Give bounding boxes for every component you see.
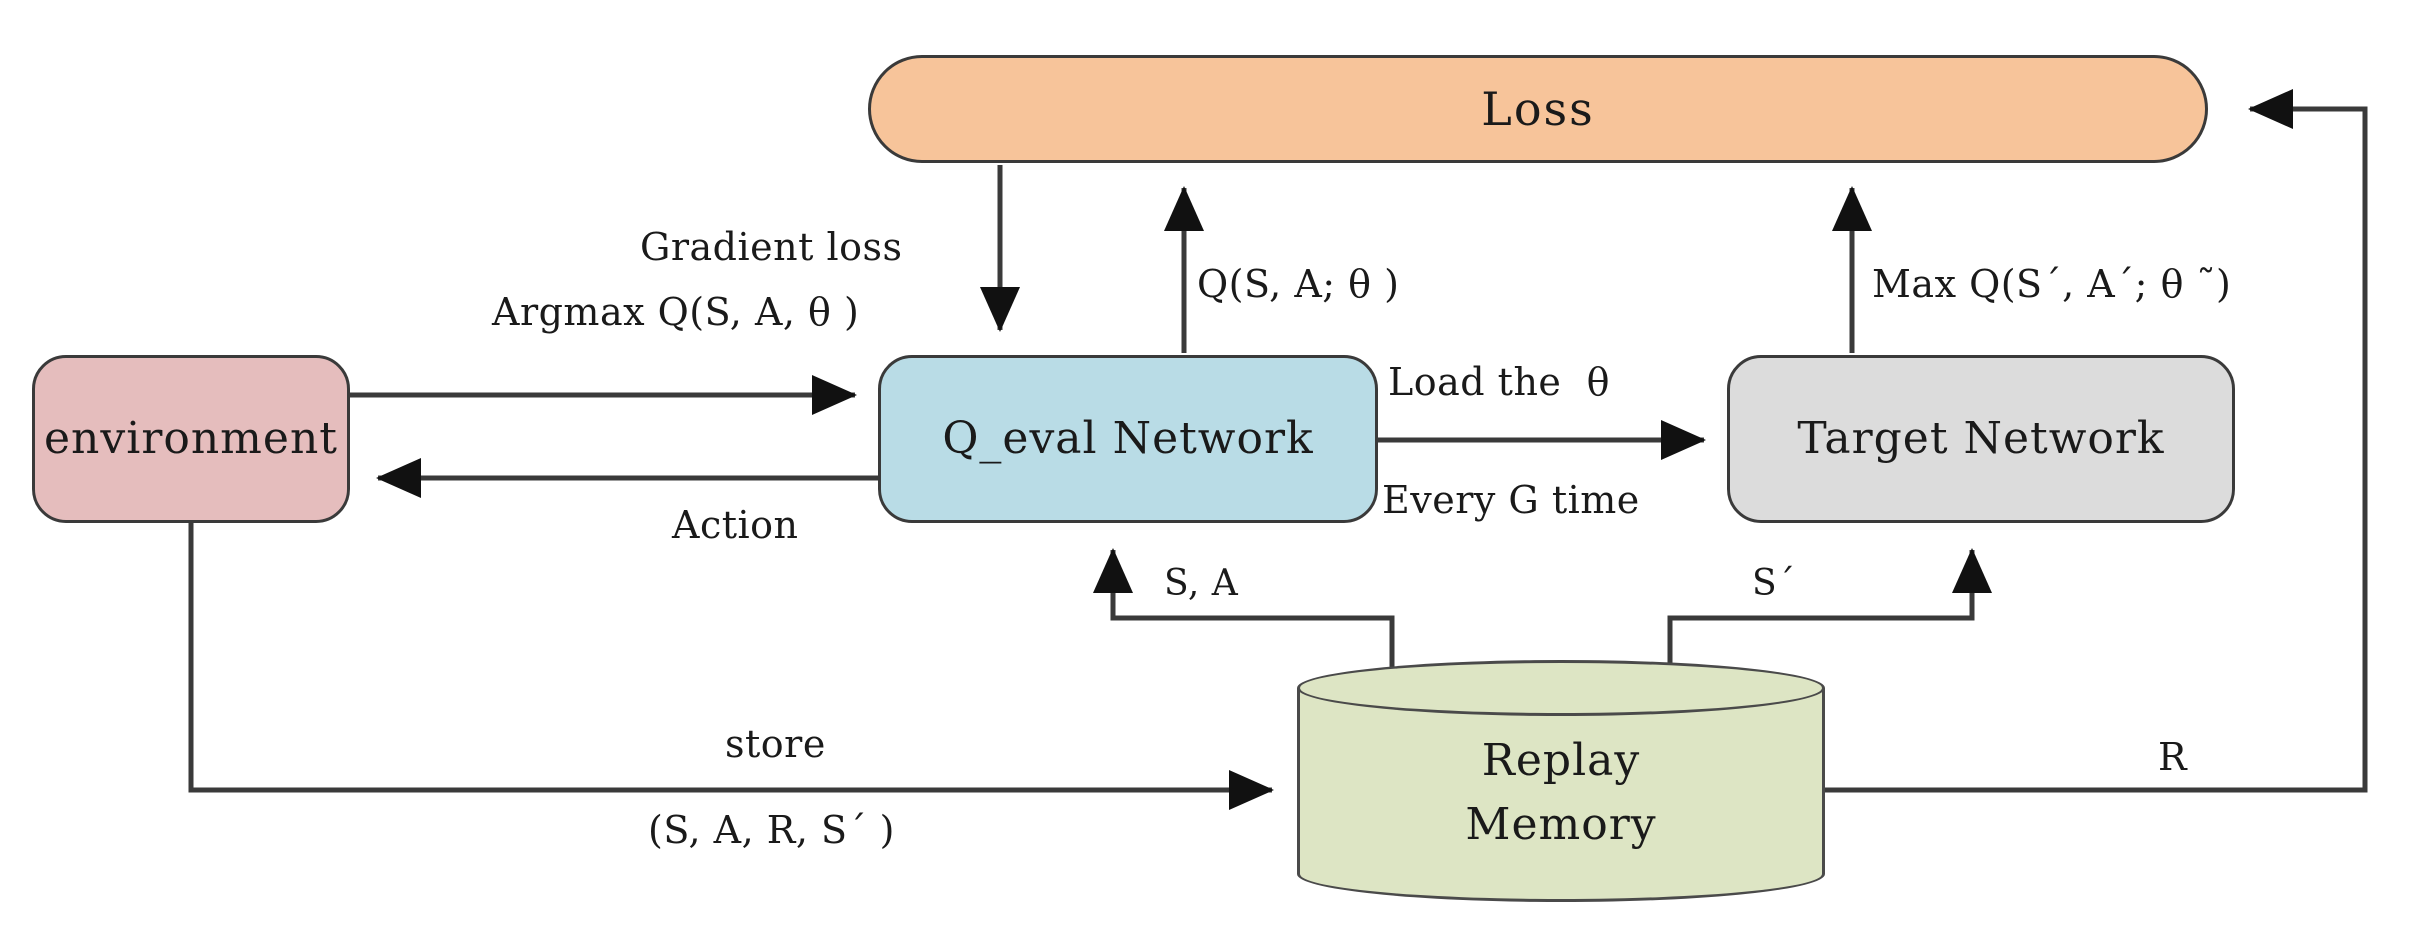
- edge-label-argmax: Argmax Q(S, A, θ ): [492, 290, 860, 334]
- edge-label-action: Action: [672, 503, 799, 547]
- edge-label-max-q: Max Q(S´, A´; θ ˜): [1872, 262, 2232, 306]
- edge-label-q-sa-theta: Q(S, A; θ ): [1197, 262, 1400, 306]
- node-replay-memory[interactable]: Replay Memory: [1297, 660, 1825, 902]
- cylinder-body: [1297, 688, 1825, 874]
- edge-label-reward: R: [2158, 735, 2188, 779]
- edge-label-store: store: [725, 722, 826, 766]
- edge-memory-to-target: [1667, 548, 1992, 672]
- edge-label-s-prime: S´: [1752, 563, 1796, 604]
- node-environment-label: environment: [44, 412, 338, 464]
- edge-label-gradient-loss: Gradient loss: [640, 225, 903, 269]
- edge-label-load-the-theta: Load the θ: [1388, 360, 1610, 404]
- node-loss[interactable]: Loss: [868, 55, 2208, 163]
- edge-label-store-tuple: (S, A, R, S´ ): [648, 808, 895, 852]
- node-q-eval-network[interactable]: Q_eval Network: [878, 355, 1378, 523]
- edge-label-every-g-time: Every G time: [1382, 478, 1640, 522]
- edge-label-s-a: S, A: [1164, 563, 1239, 604]
- replay-memory-line1: Replay: [1481, 735, 1641, 787]
- edge-memory-to-qeval: [1093, 548, 1395, 672]
- cylinder-top-ellipse: [1297, 660, 1825, 716]
- replay-memory-line2: Memory: [1465, 799, 1657, 850]
- node-environment[interactable]: environment: [32, 355, 350, 523]
- node-q-eval-network-label: Q_eval Network: [942, 412, 1314, 464]
- node-target-network[interactable]: Target Network: [1727, 355, 2235, 523]
- node-target-network-label: Target Network: [1797, 412, 2165, 464]
- node-loss-label: Loss: [1481, 81, 1595, 136]
- node-replay-memory-label: Replay Memory: [1297, 718, 1825, 868]
